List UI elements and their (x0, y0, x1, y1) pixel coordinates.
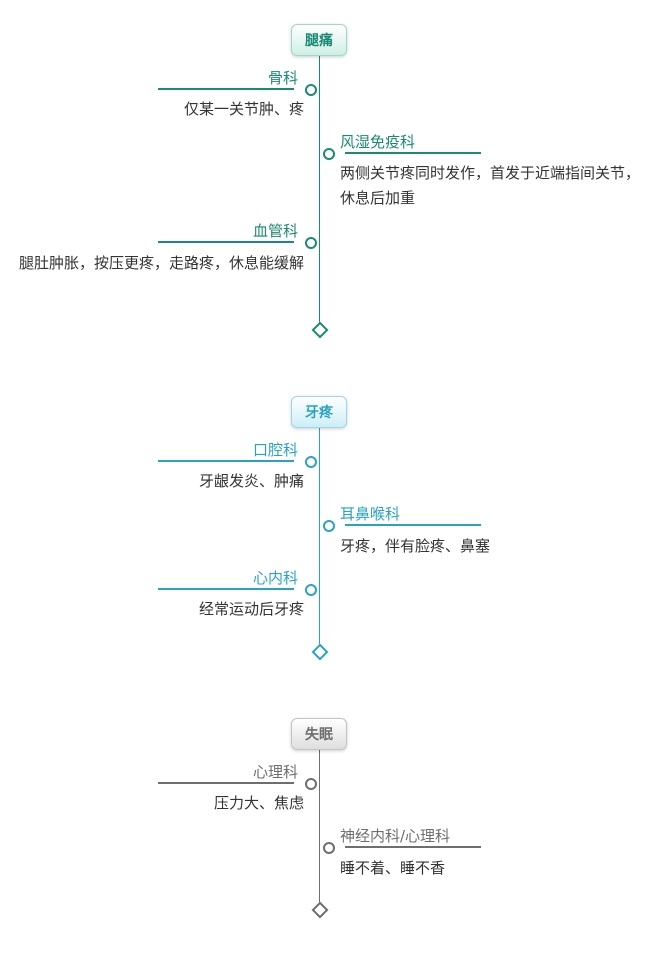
department-label: 心内科 (252, 569, 298, 587)
symptom-description: 牙龈发炎、肿痛 (198, 472, 304, 490)
label-underline (158, 88, 294, 90)
symptom-description: 压力大、焦虑 (213, 794, 304, 812)
department-label: 心理科 (252, 763, 298, 781)
department-label: 骨科 (267, 69, 298, 87)
label-underline (158, 588, 294, 590)
symptom-description: 两侧关节疼同时发作，首发于近端指间关节，休息后加重 (340, 164, 641, 207)
label-underline (158, 241, 294, 243)
label-underline (345, 524, 481, 526)
timeline-dot (305, 84, 317, 96)
department-label: 口腔科 (252, 441, 298, 459)
timeline-dot (323, 520, 335, 532)
department-label: 神经内科/心理科 (340, 827, 451, 845)
label-underline (345, 152, 481, 154)
symptom-description: 仅某一关节肿、疼 (183, 100, 304, 118)
section-title: 腿痛 (291, 24, 347, 56)
label-underline (345, 846, 481, 848)
department-label: 风湿免疫科 (340, 133, 416, 151)
section-toothache: 牙疼 口腔科 牙龈发炎、肿痛 耳鼻喉科 牙疼，伴有脸疼、鼻塞 心内科 经常运动后… (158, 396, 491, 661)
timeline-dot (305, 237, 317, 249)
label-underline (158, 460, 294, 462)
symptom-description: 睡不着、睡不香 (340, 859, 446, 877)
section-title: 牙疼 (291, 396, 347, 428)
timeline-line (319, 56, 320, 328)
department-label: 耳鼻喉科 (340, 505, 401, 523)
timeline-end-diamond (311, 901, 329, 919)
label-underline (158, 782, 294, 784)
symptom-description: 腿肚肿胀，按压更疼，走路疼，休息能缓解 (18, 254, 304, 272)
timeline-dot (305, 778, 317, 790)
department-label: 血管科 (252, 222, 298, 240)
timeline-dot (305, 584, 317, 596)
timeline-line (319, 428, 320, 650)
symptom-description: 牙疼，伴有脸疼、鼻塞 (340, 537, 491, 555)
timeline-dot (323, 842, 335, 854)
section-leg-pain: 腿痛 骨科 仅某一关节肿、疼 风湿免疫科 两侧关节疼同时发作，首发于近端指间关节… (0, 0, 645, 345)
timeline-dot (323, 148, 335, 160)
timeline-line (319, 750, 320, 908)
section-title: 失眠 (291, 718, 347, 750)
symptom-description: 经常运动后牙疼 (198, 600, 304, 618)
timeline-dot (305, 456, 317, 468)
